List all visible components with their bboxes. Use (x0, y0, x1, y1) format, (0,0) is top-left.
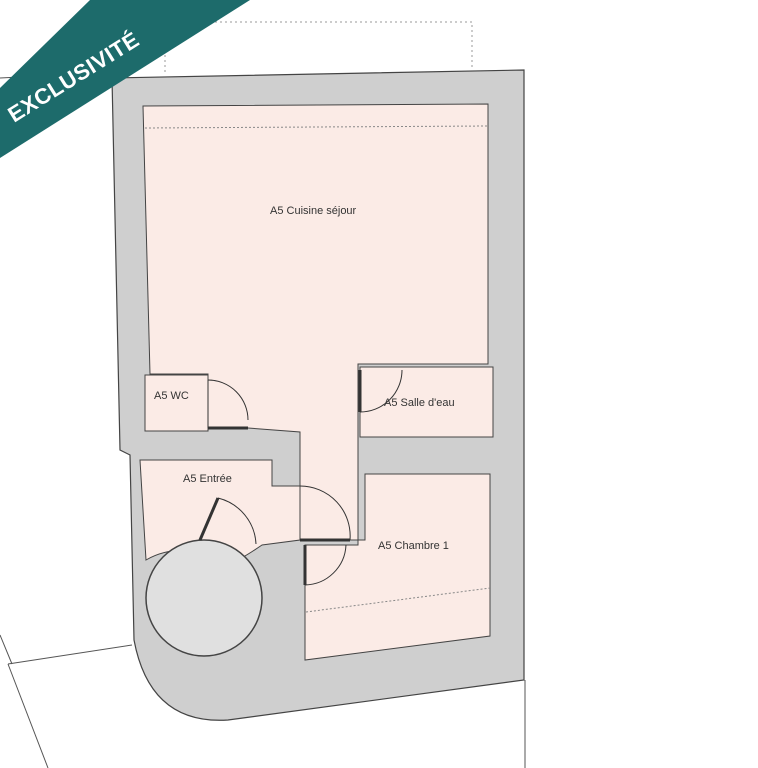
label-wc: A5 WC (154, 390, 189, 402)
chambre-line (305, 587, 491, 613)
ceiling-line (144, 125, 488, 129)
badge-ribbon (0, 0, 250, 158)
room-wc (144, 374, 209, 432)
doors (198, 369, 403, 586)
column (145, 539, 263, 657)
label-salle-deau: A5 Salle d'eau (384, 397, 455, 409)
room-salle-deau (359, 366, 494, 438)
label-cuisine-sejour: A5 Cuisine séjour (270, 205, 357, 217)
label-entree: A5 Entrée (183, 473, 232, 485)
label-chambre-1: A5 Chambre 1 (378, 540, 449, 552)
